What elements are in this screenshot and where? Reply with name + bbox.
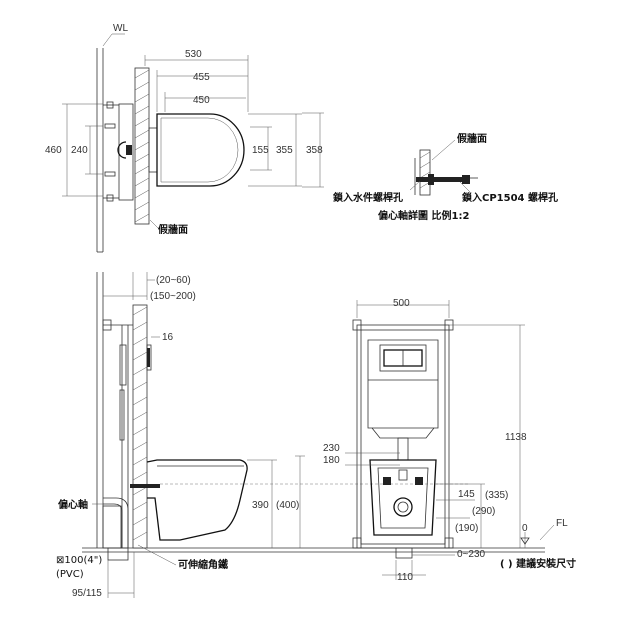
cistern — [367, 339, 439, 429]
eccentric-detail: 假牆面 鎖入水件螺桿孔 鎖入CP1504 螺桿孔 偏心軸詳圖 比例1:2 — [333, 132, 558, 222]
dim-230: 230 — [323, 443, 340, 454]
dim-95-115: 95/115 — [72, 588, 102, 599]
wl-label: WL — [113, 23, 128, 34]
eccentric-label: 偏心軸 — [58, 498, 88, 511]
dim-400: (400) — [276, 500, 299, 511]
front-view: 500 1138 230 180 145 (335) (290) (190) 0… — [323, 298, 576, 583]
dim-145: 145 — [458, 489, 475, 500]
dim-1138: 1138 — [505, 432, 527, 443]
dim-150-200: (150~200) — [150, 291, 196, 302]
dim-530: 530 — [185, 49, 202, 60]
dim-0: 0 — [522, 523, 528, 534]
dim-190: (190) — [455, 523, 478, 534]
left-note: 鎖入水件螺桿孔 — [333, 191, 403, 204]
dim-450: 450 — [193, 95, 210, 106]
dim-390: 390 — [252, 500, 269, 511]
side-view: (20~60) (150~200) 16 390 (400) 偏心軸 ⊠100(… — [56, 272, 470, 599]
fake-wall-label-detail: 假牆面 — [457, 132, 487, 145]
fl-label: FL — [556, 518, 568, 529]
dim-240: 240 — [71, 145, 88, 156]
eccentric-shaft — [416, 177, 468, 182]
dim-355: 355 — [276, 145, 293, 156]
legend-text: ( ) 建議安裝尺寸 — [500, 557, 576, 570]
dim-180: 180 — [323, 455, 340, 466]
dim-335: (335) — [485, 490, 508, 501]
dim-16: 16 — [162, 332, 174, 343]
right-note: 鎖入CP1504 螺桿孔 — [462, 191, 558, 204]
toilet-side-outline — [146, 459, 248, 541]
dim-20-60: (20~60) — [156, 275, 191, 286]
dim-155: 155 — [252, 145, 269, 156]
top-view: WL — [45, 23, 324, 253]
fake-wall-label-top: 假牆面 — [158, 223, 188, 236]
pipe-label-1: ⊠100(4") — [56, 555, 102, 566]
dim-500: 500 — [393, 298, 410, 309]
angle-label: 可伸縮角鐵 — [178, 558, 228, 571]
toilet-top-outline — [156, 113, 245, 187]
bowl-front — [369, 459, 437, 536]
fake-wall-side — [132, 304, 148, 549]
dim-358: 358 — [306, 145, 323, 156]
dim-290: (290) — [472, 506, 495, 517]
dim-460: 460 — [45, 145, 62, 156]
dim-455: 455 — [193, 72, 210, 83]
fake-wall-hatch — [134, 69, 150, 223]
dim-0-230: 0~230 — [457, 549, 486, 560]
frame-top — [118, 103, 134, 201]
detail-title: 偏心軸詳圖 比例1:2 — [378, 209, 469, 222]
pipe-label-2: (PVC) — [56, 569, 84, 580]
dim-110: 110 — [397, 572, 413, 583]
